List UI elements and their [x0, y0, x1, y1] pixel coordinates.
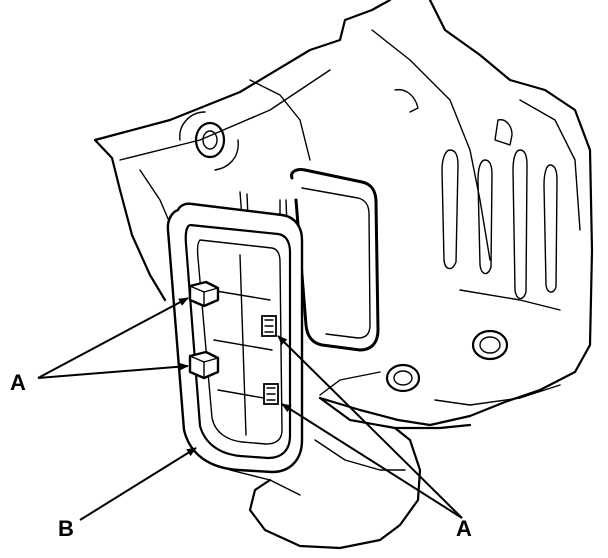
callout-label-a-right: A — [456, 516, 472, 541]
clip-icon-right-upper — [261, 315, 277, 337]
clip-icon-left-upper — [188, 280, 220, 308]
clip-icon-left-lower — [188, 350, 220, 380]
grommet-icon — [166, 202, 304, 474]
leader-line-b — [79, 447, 197, 521]
leader-lines-a-left — [37, 297, 189, 379]
callout-label-a-left: A — [10, 370, 26, 395]
body-panel-icon — [93, 0, 594, 550]
callout-label-b: B — [58, 516, 74, 541]
leader-lines-a-right — [277, 335, 463, 519]
clip-icon-right-lower — [263, 383, 279, 405]
